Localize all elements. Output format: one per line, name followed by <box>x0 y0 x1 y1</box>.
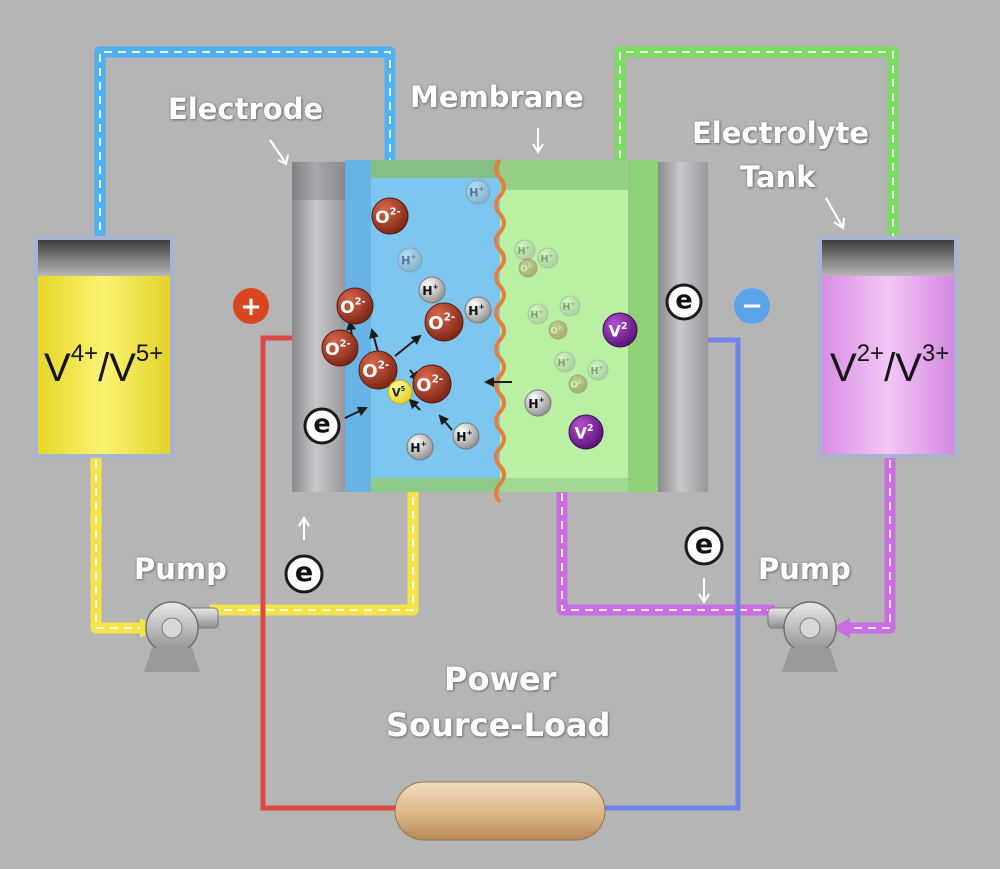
hydrogen-ion-9: H+ <box>464 296 492 324</box>
hydrogen-ion-17: H+ <box>554 351 576 373</box>
left-tank-ion1: V <box>44 346 71 390</box>
pump-right-icon <box>767 601 838 672</box>
svg-text:e: e <box>675 285 692 315</box>
hydrogen-ion-16: H+ <box>559 295 581 317</box>
hydrogen-ion-18: H+ <box>587 359 609 381</box>
oxygen-ion-0: O2- <box>371 197 409 235</box>
right-tank-ion1-charge: 2+ <box>856 340 885 367</box>
electron-28: e <box>684 526 724 566</box>
oxygen-ion-19: O2- <box>518 258 538 278</box>
electrolyte-tank-label-line2: Tank <box>740 160 816 194</box>
hydrogen-ion-13: H+ <box>514 239 536 261</box>
electrolyte-tank-label-line1: Electrolyte <box>692 116 870 150</box>
purple-pipe <box>550 432 896 638</box>
positive-terminal-label: + <box>240 292 262 322</box>
vanadium-ion-22: V2 <box>602 312 638 348</box>
oxygen-ion-2: O2- <box>321 329 359 367</box>
left-tank-ion2-charge: 5+ <box>135 340 164 367</box>
hydrogen-ion-12: H+ <box>524 389 552 417</box>
left-tank-ion2: V <box>109 346 136 390</box>
svg-text:O2-: O2- <box>571 379 584 390</box>
svg-text:e: e <box>313 409 330 439</box>
membrane <box>494 158 506 504</box>
positive-terminal: + <box>233 288 269 324</box>
hydrogen-ion-11: H+ <box>452 422 480 450</box>
right-tank-label: V2+/V3+ <box>830 340 949 391</box>
right-tank-ion2-charge: 3+ <box>921 340 950 367</box>
svg-text:H+: H+ <box>541 253 554 265</box>
svg-text:O2-: O2- <box>551 325 564 336</box>
negative-terminal: − <box>734 288 770 324</box>
ion-layer: O2-O2-O2-O2-O2-O2-H+H+H+H+H+H+H+H+H+H+H+… <box>284 179 724 594</box>
pump-left-icon <box>144 601 219 672</box>
left-tank-ion1-charge: 4+ <box>70 340 99 367</box>
hydrogen-ion-15: H+ <box>527 303 549 325</box>
power-label-line1: Power <box>444 660 557 698</box>
oxygen-ion-3: O2- <box>358 350 398 390</box>
oxygen-ion-21: O2- <box>568 374 588 394</box>
membrane-label: Membrane <box>410 80 584 114</box>
right-tank-ion2: V <box>895 346 922 390</box>
svg-text:H+: H+ <box>558 357 571 369</box>
oxygen-ion-20: O2- <box>548 320 568 340</box>
electron-25: e <box>303 407 341 445</box>
svg-text:H+: H+ <box>563 301 576 313</box>
electron-26: e <box>665 283 703 321</box>
blue-wire <box>600 337 741 811</box>
right-electrode <box>658 162 708 492</box>
load-resistor <box>394 781 606 841</box>
power-label-line2: Source-Load <box>386 706 611 744</box>
left-tank-label: V4+/V5+ <box>44 340 163 391</box>
vanadium-ion-23: V2 <box>568 414 604 450</box>
pump-left-label: Pump <box>134 552 227 586</box>
electrode-label: Electrode <box>168 92 324 126</box>
svg-text:H+: H+ <box>531 309 544 321</box>
right-tank <box>818 236 958 458</box>
oxygen-ion-4: O2- <box>424 302 464 342</box>
oxygen-ion-1: O2- <box>336 287 374 325</box>
hydrogen-ion-14: H+ <box>537 247 559 269</box>
hydrogen-ion-8: H+ <box>418 276 446 304</box>
left-tank <box>34 236 174 458</box>
svg-text:e: e <box>295 557 313 588</box>
hydrogen-ion-6: H+ <box>465 179 491 205</box>
hydrogen-ion-10: H+ <box>406 433 434 461</box>
svg-text:e: e <box>695 529 713 560</box>
electron-27: e <box>284 554 324 594</box>
oxygen-ion-5: O2- <box>412 364 452 404</box>
purple-pipe-arrow-in-icon <box>832 618 850 638</box>
right-tank-separator: / <box>884 346 896 390</box>
hydrogen-ion-7: H+ <box>397 247 423 273</box>
negative-terminal-label: − <box>741 291 763 321</box>
svg-text:O2-: O2- <box>521 263 534 274</box>
pump-right-label: Pump <box>758 552 851 586</box>
svg-text:H+: H+ <box>591 365 604 377</box>
label-pointer-arrows <box>269 128 845 604</box>
left-tank-separator: / <box>98 346 110 390</box>
red-wire <box>260 335 402 811</box>
right-tank-ion1: V <box>830 346 857 390</box>
vanadium-ion-24: V5 <box>387 379 413 405</box>
svg-text:H+: H+ <box>518 245 531 256</box>
